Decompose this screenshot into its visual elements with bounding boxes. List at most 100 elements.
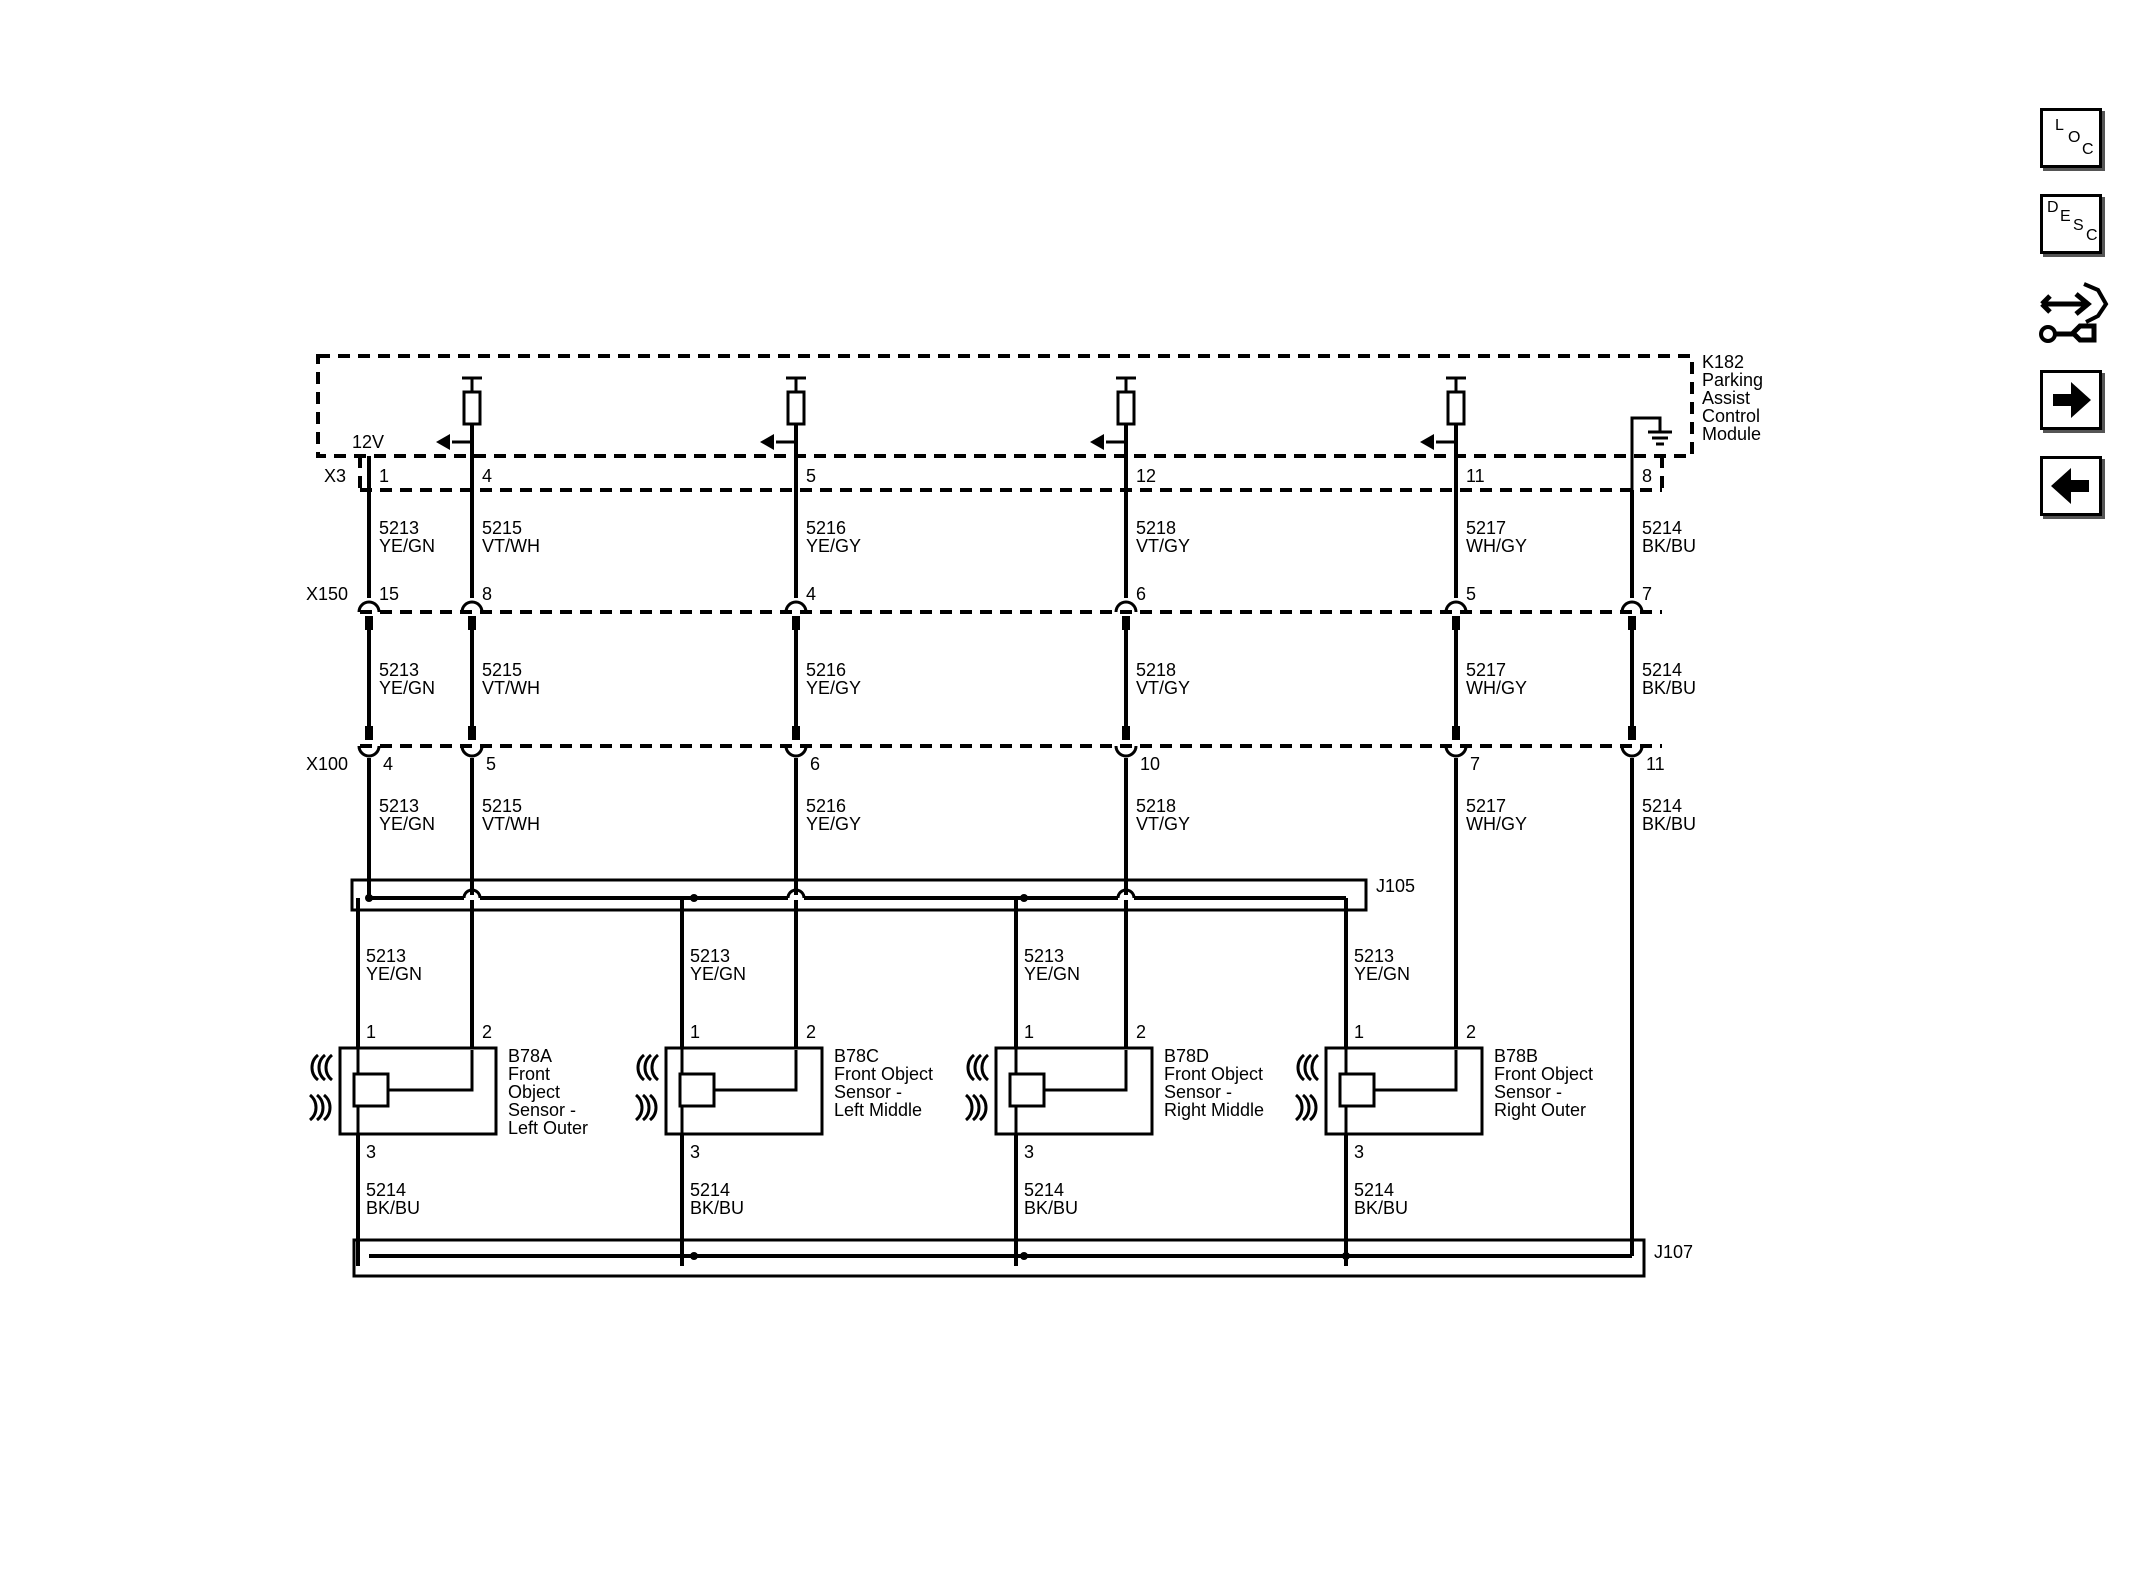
sensor-pin-2: 2	[806, 1022, 816, 1042]
sensor-pin-2: 2	[1136, 1022, 1146, 1042]
loc-letter-o: O	[2068, 129, 2081, 146]
sound-emit-icon	[317, 1053, 327, 1082]
sensor-supply-color: YE/GN	[1354, 964, 1410, 984]
sound-emit-icon	[636, 1053, 646, 1082]
connector-x3-pin: 12	[1136, 466, 1156, 486]
connector-x3-pin: 5	[806, 466, 816, 486]
sensor-element	[1338, 1072, 1376, 1108]
circuit-color: BK/BU	[1642, 536, 1696, 556]
desc-letter-s: S	[2073, 217, 2084, 234]
sound-receive-icon	[641, 1093, 651, 1122]
sensor-ground-circuit: 5214	[690, 1180, 730, 1200]
sensor-name-line: Front Object	[1164, 1064, 1263, 1084]
splice-node	[1020, 1252, 1028, 1260]
circuit-color: BK/BU	[1642, 678, 1696, 698]
circuit-color: YE/GY	[806, 678, 861, 698]
sensor-ground-color: BK/BU	[1024, 1198, 1078, 1218]
resistor-symbol	[1116, 390, 1136, 426]
sensor-internal-wire	[388, 1050, 474, 1092]
connector-x3-pin: 11	[1466, 466, 1485, 486]
circuit-number: 5216	[806, 796, 846, 816]
circuit-number: 5213	[379, 796, 419, 816]
connector-x150-male	[1628, 616, 1636, 630]
circuit-color: BK/BU	[1642, 814, 1696, 834]
circuit-number: 5214	[1642, 518, 1682, 538]
circuit-color: VT/WH	[482, 814, 540, 834]
desc-button[interactable]: D E S C	[2040, 194, 2102, 254]
wire-crossing-bridge	[462, 888, 482, 899]
circuit-number: 5214	[1642, 796, 1682, 816]
sensor-name-line: Sensor -	[1164, 1082, 1232, 1102]
sensor-supply-color: YE/GN	[366, 964, 422, 984]
connector-x100-pin: 5	[486, 754, 496, 774]
connector-x150-male	[1122, 616, 1130, 630]
sensor-name-line: Sensor -	[834, 1082, 902, 1102]
circuit-color: YE/GN	[379, 536, 435, 556]
sensor-name-line: Right Outer	[1494, 1100, 1586, 1120]
sound-emit-icon	[650, 1053, 660, 1082]
circuit-number: 5217	[1466, 660, 1506, 680]
sound-receive-icon	[964, 1093, 974, 1122]
arrow-right-icon	[2053, 382, 2091, 418]
sensor-name-line: Sensor -	[1494, 1082, 1562, 1102]
connector-wrench-icon[interactable]	[2036, 276, 2110, 346]
connector-x100-female	[784, 745, 808, 758]
circuit-color: YE/GY	[806, 814, 861, 834]
connector-x100-female	[357, 745, 381, 758]
next-button[interactable]	[2040, 370, 2102, 430]
resistor-symbol	[1446, 390, 1466, 426]
module-name-line: Parking	[1702, 370, 1763, 390]
connector-x150-male	[1452, 616, 1460, 630]
sensor-ref: B78A	[508, 1046, 552, 1066]
sensor-name-line: Right Middle	[1164, 1100, 1264, 1120]
sensor-supply-circuit: 5213	[366, 946, 406, 966]
sensor-b78a	[308, 1046, 498, 1136]
sound-receive-icon	[1301, 1093, 1311, 1122]
circuit-color: VT/WH	[482, 678, 540, 698]
sensor-pin-3: 3	[690, 1142, 700, 1162]
arrow-left-icon	[2051, 468, 2089, 504]
sensor-supply-circuit: 5213	[690, 946, 730, 966]
connector-x150-male	[792, 616, 800, 630]
circuit-color: VT/WH	[482, 536, 540, 556]
sensor-pin-2: 2	[1466, 1022, 1476, 1042]
module-name-line: Assist	[1702, 388, 1750, 408]
circuit-color: YE/GN	[379, 678, 435, 698]
connector-x100-male	[1122, 726, 1130, 740]
desc-letter-d: D	[2047, 199, 2059, 216]
circuit-color: YE/GY	[806, 536, 861, 556]
sound-receive-icon	[315, 1093, 325, 1122]
input-arrow-icon	[436, 434, 450, 450]
loc-button[interactable]: L O C	[2040, 108, 2102, 168]
sensor-element	[352, 1072, 390, 1108]
sensor-b78c	[634, 1046, 824, 1136]
circuit-color: WH/GY	[1466, 814, 1527, 834]
sound-receive-icon	[322, 1093, 332, 1122]
connector-x150-pin: 5	[1466, 584, 1476, 604]
desc-letter-e: E	[2060, 208, 2071, 225]
module-name-line: Module	[1702, 424, 1761, 444]
splice-j107-box	[352, 1238, 1646, 1278]
previous-button[interactable]	[2040, 456, 2102, 516]
connector-x150-female	[1444, 600, 1468, 613]
sensor-ground-circuit: 5214	[1354, 1180, 1394, 1200]
sound-emit-icon	[966, 1053, 976, 1082]
circuit-number: 5217	[1466, 796, 1506, 816]
sound-emit-icon	[310, 1053, 320, 1082]
sensor-ref: B78D	[1164, 1046, 1209, 1066]
sensor-pin-3: 3	[1024, 1142, 1034, 1162]
sound-emit-icon	[980, 1053, 990, 1082]
circuit-number: 5215	[482, 796, 522, 816]
supply-label: 12V	[352, 432, 384, 452]
sensor-ground-circuit: 5214	[366, 1180, 406, 1200]
sound-emit-icon	[643, 1053, 653, 1082]
sensor-pin-1: 1	[366, 1022, 376, 1042]
sensor-pin-3: 3	[366, 1142, 376, 1162]
circuit-number: 5215	[482, 518, 522, 538]
loc-letter-l: L	[2055, 117, 2064, 134]
connector-x150-female	[784, 600, 808, 613]
circuit-number: 5218	[1136, 518, 1176, 538]
module-k182-box	[316, 354, 1694, 458]
connector-x100-male	[792, 726, 800, 740]
